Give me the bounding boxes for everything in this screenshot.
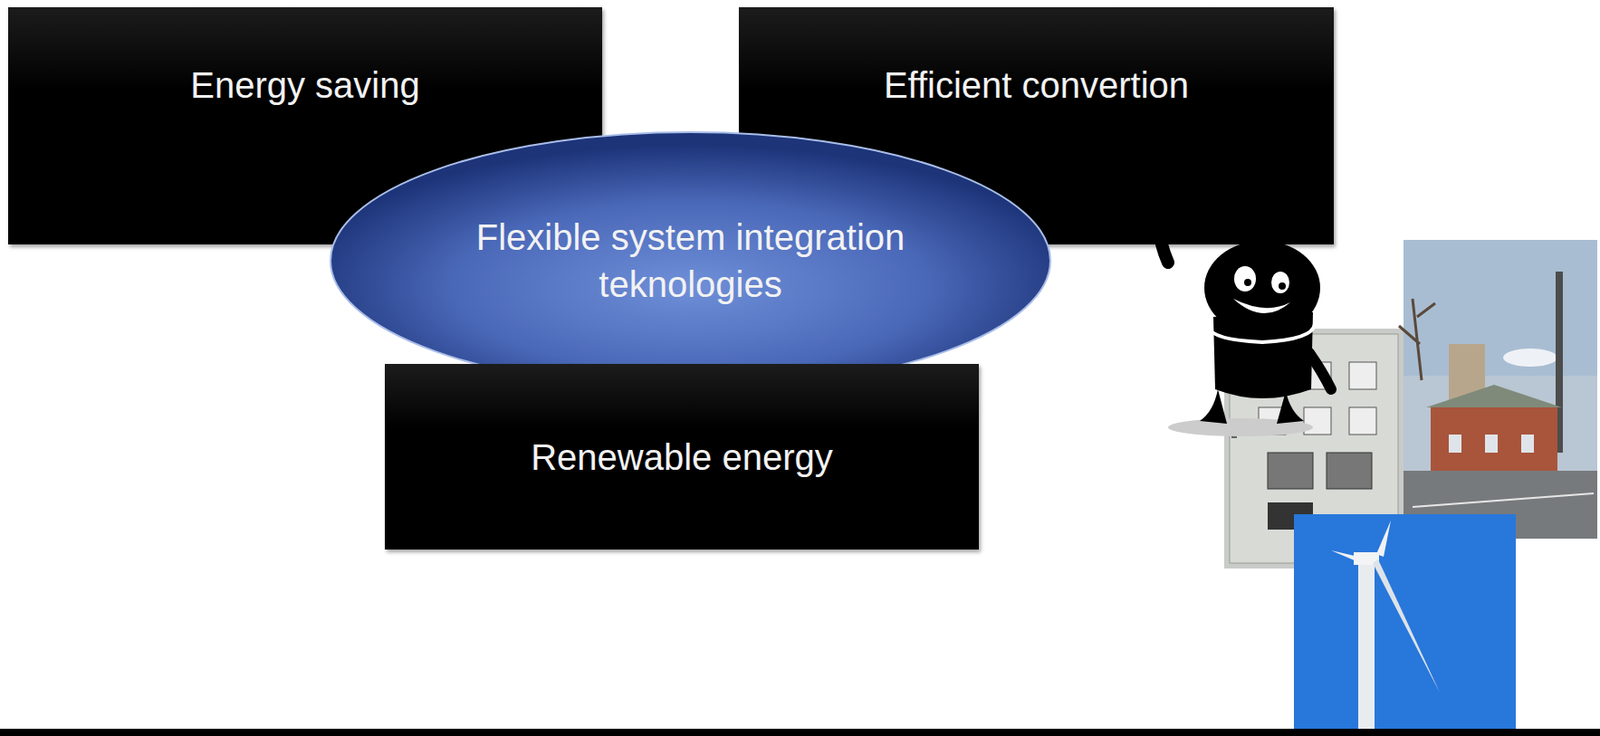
topic-box: Renewable energy [384,364,979,550]
text-group: Energy saving [190,61,420,109]
node-label: Energy saving [190,61,420,109]
ellipse-shape [328,130,1053,392]
text-group: Efficient convertion [883,61,1189,109]
central-ellipse: Flexible system integration teknologies [328,130,1053,392]
text-group: Flexible system integration teknologies [466,213,915,308]
text-group: Renewable energy [530,433,834,481]
wind-turbine-photo [1293,514,1516,736]
node-label: Renewable energy [530,433,834,481]
node-label: Efficient convertion [883,61,1189,109]
cartoon-character [1159,217,1332,437]
footer-bar [0,728,1600,736]
node-label: Flexible system integration teknologies [466,213,915,308]
building-photo [1398,239,1598,539]
